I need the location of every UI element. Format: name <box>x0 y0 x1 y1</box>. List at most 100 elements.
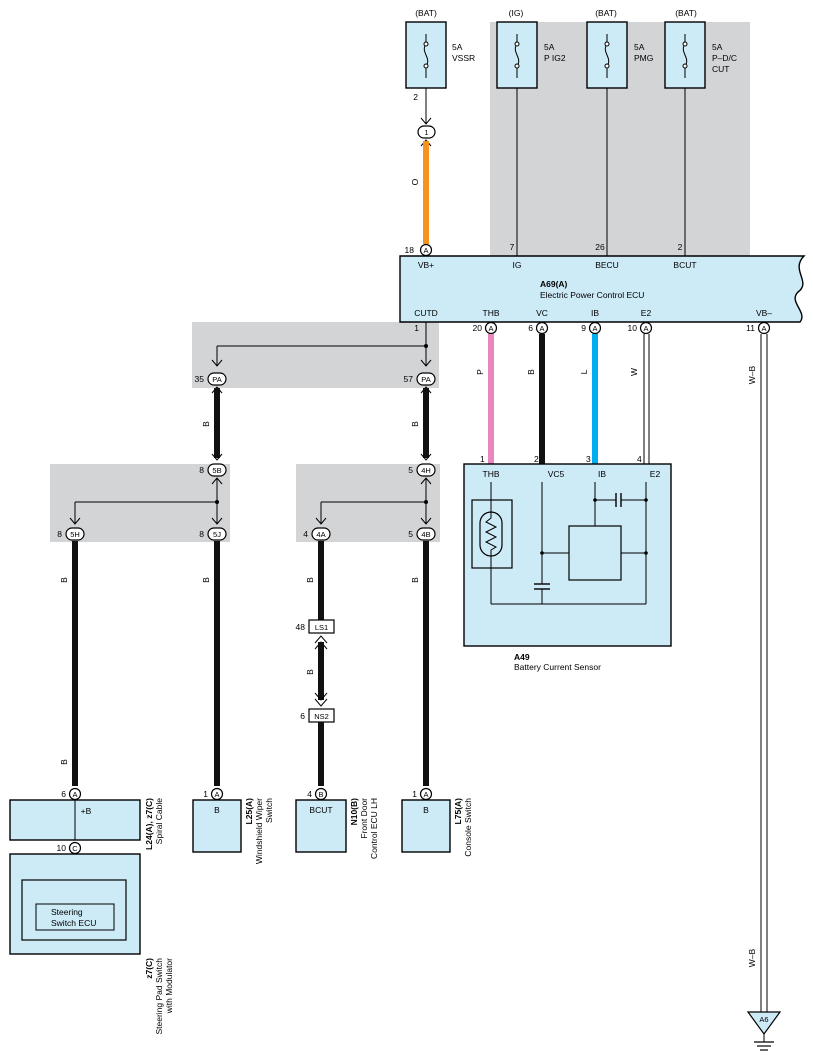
svg-text:8: 8 <box>199 465 204 475</box>
wire-color-label: B <box>59 759 69 765</box>
svg-text:Spiral Cable: Spiral Cable <box>154 798 164 845</box>
ecu-pin-label: IG <box>513 260 522 270</box>
svg-text:6: 6 <box>300 711 305 721</box>
wire-color-label: B <box>201 577 211 583</box>
sensor-pin-num: 1 <box>480 454 485 464</box>
wire-color-label: B <box>59 577 69 583</box>
inline-connector-1: 1 <box>417 125 436 139</box>
svg-text:6: 6 <box>61 789 66 799</box>
ecu-pin-conn: A <box>488 324 493 333</box>
junction-pa-left: 35 PA <box>195 372 227 386</box>
svg-text:35: 35 <box>195 374 205 384</box>
ecu-pin-num: 10 <box>628 323 638 333</box>
svg-text:B: B <box>214 805 220 815</box>
ecu-name: Electric Power Control ECU <box>540 290 644 300</box>
ecu-pin-label: VB+ <box>418 260 434 270</box>
sensor-pin-num: 2 <box>534 454 539 464</box>
ground-label: A6 <box>759 1015 768 1024</box>
fuse-name: PMG <box>634 53 653 63</box>
fuse-rating: 5A <box>634 42 645 52</box>
svg-text:1: 1 <box>203 789 208 799</box>
svg-text:5J: 5J <box>213 530 221 539</box>
ecu-pin-conn: A <box>592 324 597 333</box>
battery-current-sensor: 1 2 3 4 THB VC5 IB E2 A49 Batt <box>463 454 672 672</box>
ecu-code: A69(A) <box>540 279 568 289</box>
front-door-control-ecu: 4 B BCUT N10(B) Front Door Control ECU L… <box>295 787 379 859</box>
ground-symbol: A6 <box>746 1011 782 1051</box>
junction-5h: 8 5H <box>57 527 85 541</box>
svg-text:Switch: Switch <box>264 798 274 823</box>
sensor-pin-num: 3 <box>586 454 591 464</box>
windshield-wiper-switch: 1 A B L25(A) Windshield Wiper Switch <box>192 787 274 864</box>
wire-white-black <box>760 334 768 1012</box>
svg-text:4H: 4H <box>421 466 431 475</box>
svg-text:5: 5 <box>408 465 413 475</box>
ecu-pin-label: THB <box>483 308 500 318</box>
thermistor-icon <box>471 499 513 569</box>
svg-text:B: B <box>423 805 429 815</box>
fuse-pin: 2 <box>413 92 418 102</box>
fuse-name-line2: CUT <box>712 64 729 74</box>
sensor-pin-label: VC5 <box>548 469 565 479</box>
svg-text:z7(C): z7(C) <box>144 958 154 979</box>
svg-text:1: 1 <box>412 789 417 799</box>
junction-5j: 8 5J <box>199 527 227 541</box>
ecu-pin-num: 1 <box>414 323 419 333</box>
svg-text:Control ECU LH: Control ECU LH <box>369 798 379 859</box>
svg-text:C: C <box>72 844 78 853</box>
fuse-pdc-cut: (BAT) 5A P–D/C CUT <box>664 8 737 89</box>
fuse-name: P IG2 <box>544 53 566 63</box>
junction-4h: 5 4H <box>408 463 436 477</box>
ecu-pin-num: 9 <box>581 323 586 333</box>
fuse-source: (IG) <box>509 8 524 18</box>
svg-text:8: 8 <box>199 529 204 539</box>
steering-pad-switch: Steering Switch ECU z7(C) Steering Pad S… <box>9 853 174 1035</box>
ecu-pin-num: 20 <box>473 323 483 333</box>
ecu-pin-label: VB– <box>756 308 772 318</box>
ecu-pin-label: IB <box>591 308 599 318</box>
svg-text:A: A <box>72 790 77 799</box>
svg-text:A: A <box>423 790 428 799</box>
wire-color-label: P <box>475 369 485 375</box>
ecu-pin-num: 6 <box>528 323 533 333</box>
ecu-pin-conn: A <box>761 324 766 333</box>
shaded-area-pa <box>192 322 439 388</box>
junction-pa-right: 57 PA <box>404 372 436 386</box>
junction-4b: 5 4B <box>408 527 436 541</box>
wire-color-label: B <box>410 421 420 427</box>
svg-text:Steering Pad Switch: Steering Pad Switch <box>154 958 164 1035</box>
ecu-pin-conn: A <box>643 324 648 333</box>
connector-ls1: 48 LS1 <box>296 619 335 634</box>
svg-text:1: 1 <box>424 128 428 137</box>
fuse-rating: 5A <box>544 42 555 52</box>
svg-text:4B: 4B <box>421 530 430 539</box>
wire-color-label: L <box>579 369 589 374</box>
svg-text:4: 4 <box>307 789 312 799</box>
ecu-pin-num: 7 <box>510 242 515 252</box>
svg-text:BCUT: BCUT <box>309 805 332 815</box>
sensor-pin-label: IB <box>598 469 606 479</box>
ecu-pin-num: 2 <box>678 242 683 252</box>
connector-ns2: 6 NS2 <box>300 708 335 723</box>
wire-color-label: B <box>305 669 315 675</box>
ecu-pin-label: VC <box>536 308 548 318</box>
wire-color-label: B <box>410 577 420 583</box>
svg-text:with Modulator: with Modulator <box>164 958 174 1014</box>
svg-text:Steering: Steering <box>51 907 83 917</box>
wire-color-label: W–B <box>747 365 757 384</box>
ecu-pin-label: CUTD <box>414 308 438 318</box>
ecu-a69: A69(A) Electric Power Control ECU 18 A V… <box>399 242 806 323</box>
fuse-name: VSSR <box>452 53 475 63</box>
svg-text:Console Switch: Console Switch <box>463 798 473 857</box>
svg-text:4A: 4A <box>316 530 325 539</box>
sensor-pin-num: 4 <box>637 454 642 464</box>
fuse-name: P–D/C <box>712 53 737 63</box>
fuse-source: (BAT) <box>415 8 437 18</box>
ecu-pin-num: 11 <box>746 323 755 333</box>
sensor-name: Battery Current Sensor <box>514 662 601 672</box>
console-switch: 1 A B L75(A) Console Switch <box>401 787 473 857</box>
svg-text:Windshield Wiper: Windshield Wiper <box>254 798 264 864</box>
fuse-vssr: (BAT) 5A VSSR 2 <box>405 8 475 102</box>
svg-text:48: 48 <box>296 622 306 632</box>
